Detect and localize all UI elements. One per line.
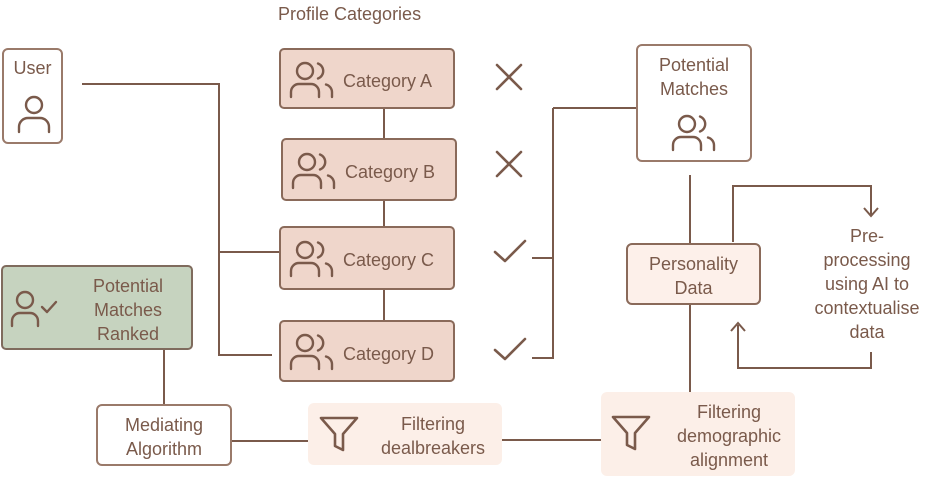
filter-demographic-line1: Filtering <box>696 402 762 422</box>
potential-matches-line1: Potential <box>658 55 730 75</box>
personality-data-box: Personality Data <box>626 243 761 305</box>
category-b-label: Category B <box>345 162 436 182</box>
filter-demographic-box: Filtering demographic alignment <box>601 392 795 476</box>
category-a-label: Category A <box>343 71 433 91</box>
filter-demographic-line2: demographic <box>676 426 782 446</box>
preprocessing-line2: processing <box>823 250 911 270</box>
mediating-algorithm-box: Mediating Algorithm <box>96 404 232 466</box>
section-title: Profile Categories <box>278 4 422 24</box>
preprocessing-loop-bottom <box>737 325 872 369</box>
category-d-box: Category D <box>279 320 455 382</box>
user-label: User <box>13 58 52 78</box>
category-a-box: Category A <box>279 48 455 109</box>
filter-demographic-line3: alignment <box>689 450 769 470</box>
category-b-box: Category B <box>281 138 457 201</box>
ranked-line1: Potential <box>92 276 164 296</box>
user-icon <box>17 95 51 134</box>
category-c-box: Category C <box>279 226 455 290</box>
users-icon <box>289 61 334 99</box>
mediating-line2: Algorithm <box>125 439 203 459</box>
category-d-label: Category D <box>343 344 435 364</box>
ranked-line2: Matches <box>93 300 163 320</box>
category-c-label: Category C <box>343 250 435 270</box>
users-icon <box>291 152 336 190</box>
filter-dealbreakers-box: Filtering dealbreakers <box>308 403 502 465</box>
preprocessing-line1: Pre- <box>849 226 884 246</box>
user-box: User <box>2 48 63 144</box>
checkmark-icon <box>493 239 527 263</box>
users-icon <box>289 240 334 278</box>
users-icon <box>671 114 716 152</box>
checkmark-icon <box>493 337 527 361</box>
personality-data-line1: Personality <box>648 254 739 274</box>
user-connector <box>82 83 272 356</box>
filter-icon <box>611 415 651 451</box>
preprocessing-loop-top <box>732 185 872 242</box>
filter-dealbreakers-line1: Filtering <box>400 414 466 434</box>
ranked-line3: Ranked <box>96 324 160 344</box>
preprocessing-line3: using AI to <box>824 274 910 294</box>
user-check-icon <box>10 290 58 328</box>
accepted-bracket <box>532 107 636 359</box>
personality-data-line2: Data <box>674 278 713 298</box>
potential-matches-box: Potential Matches <box>636 44 752 162</box>
ranked-matches-box: Potential Matches Ranked <box>1 265 193 350</box>
potential-matches-line2: Matches <box>659 79 729 99</box>
users-icon <box>289 333 334 371</box>
mediating-line1: Mediating <box>124 415 204 435</box>
preprocessing-line5: data <box>849 322 885 342</box>
preprocessing-line4: contextualise <box>814 298 920 318</box>
filter-dealbreakers-line2: dealbreakers <box>380 438 486 458</box>
cross-icon <box>495 150 523 178</box>
filter-icon <box>319 416 359 452</box>
arrow-up-head <box>730 321 746 332</box>
preprocessing-text: Pre- processing using AI to contextualis… <box>800 224 934 344</box>
cross-icon <box>495 63 523 91</box>
arrow-down-head <box>863 207 879 218</box>
